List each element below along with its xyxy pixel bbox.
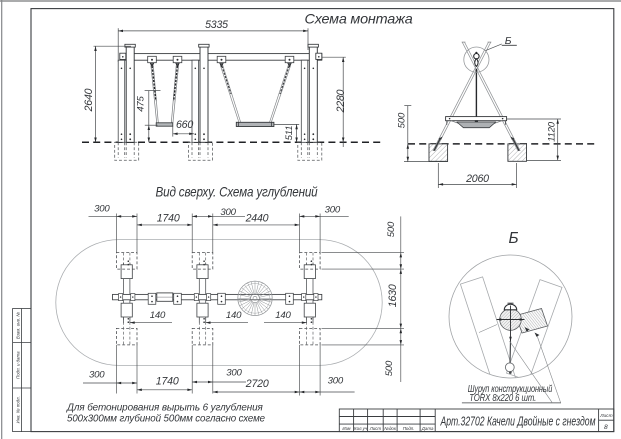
dim-overall-width: 5335 bbox=[205, 19, 228, 31]
front-dimension-labels: 5335 2640 475 660 511 2280 bbox=[83, 19, 347, 141]
safety-zone bbox=[55, 239, 383, 366]
front-posts bbox=[117, 43, 319, 143]
dim-overall-height: 2640 bbox=[83, 88, 95, 112]
nest-seat-bar bbox=[235, 121, 275, 127]
general-note: Для бетонирования вырыть 6 углубления 50… bbox=[66, 402, 266, 424]
sheet-label: Лист bbox=[599, 413, 612, 419]
front-swing-nest bbox=[218, 60, 293, 127]
plan-beam-dim-2: 140 bbox=[226, 310, 242, 321]
plan-nest bbox=[237, 280, 273, 316]
detail-plate bbox=[515, 308, 549, 334]
plan-bot-dim-3: 300 bbox=[226, 368, 242, 379]
detail-pendant bbox=[504, 341, 515, 374]
margin-boxes bbox=[12, 308, 32, 432]
plan-right-dim-3: 500 bbox=[384, 360, 395, 376]
plan-right-dim-1: 500 bbox=[386, 221, 397, 237]
dim-nest-seat-height: 511 bbox=[284, 126, 295, 141]
plan-right-dim-2: 1630 bbox=[387, 284, 399, 307]
detail-callout-label: Б bbox=[505, 36, 512, 47]
plan-hangers bbox=[147, 292, 294, 305]
title-block-designation: Арт.32702 Качели Двойные с гнездом bbox=[440, 414, 596, 429]
plan-top-dim-5: 300 bbox=[325, 204, 341, 215]
dim-base-width: 2060 bbox=[465, 173, 489, 185]
note-line1: Для бетонирования вырыть 6 углубления bbox=[66, 402, 264, 413]
detail-leaders bbox=[461, 324, 561, 404]
detail-note-line1: Шуруп конструкционный bbox=[468, 384, 553, 395]
col-koluch: Кол.уч bbox=[354, 426, 368, 431]
detail-hub bbox=[496, 302, 549, 342]
plan-top-dim-4: 2440 bbox=[245, 212, 269, 224]
note-line2: 500х300мм глубиной 500мм согласно схеме bbox=[67, 414, 266, 425]
dim-nest-height: 1120 bbox=[547, 121, 558, 142]
detail-note-line2: TORX 8x220 6 шт. bbox=[469, 393, 536, 404]
plan-dimension-labels: 300 1740 300 2440 300 300 1740 300 2720 … bbox=[89, 204, 399, 390]
dim-beam-height: 2280 bbox=[335, 89, 347, 113]
plan-dimensions bbox=[83, 213, 404, 396]
beam-end-plates bbox=[119, 52, 323, 60]
dim-embed-depth: 500 bbox=[397, 112, 408, 128]
plan-frames bbox=[116, 252, 321, 346]
plan-bot-dim-5: 300 bbox=[328, 376, 344, 387]
plan-bot-dim-1: 300 bbox=[89, 370, 105, 381]
detail-view: Б Шуруп кон bbox=[448, 230, 573, 404]
dim-seat-height: 475 bbox=[136, 95, 147, 111]
side-view: Б 500 1120 2060 bbox=[397, 36, 598, 188]
side-dimension-labels: 500 1120 2060 bbox=[397, 112, 558, 185]
front-swing-flat bbox=[148, 60, 181, 127]
plan-bot-dim-4: 2720 bbox=[245, 378, 269, 390]
plan-top-dim-2: 1740 bbox=[157, 212, 180, 224]
plan-beam-dim-1: 140 bbox=[150, 310, 166, 321]
detail-label: Б bbox=[508, 230, 518, 247]
flat-seat bbox=[155, 122, 174, 127]
margin-label-2: Подп. и дата bbox=[15, 351, 20, 379]
col-list: Лист bbox=[369, 426, 382, 431]
front-view-title: Схема монтажа bbox=[305, 12, 414, 27]
col-data: Дата bbox=[421, 426, 434, 431]
side-nest bbox=[445, 51, 508, 129]
plan-beam bbox=[112, 293, 323, 301]
side-dimensions bbox=[404, 105, 561, 188]
title-block-revision-headers: Изм Кол.уч Лист №док Подп. Дата bbox=[342, 426, 434, 431]
detail-circle bbox=[448, 254, 573, 379]
drawing-frame bbox=[30, 8, 615, 433]
margin-labels: Взам. инв. № Подп. и дата Инв. № подл. bbox=[15, 312, 20, 424]
sheet-number: 8 bbox=[604, 424, 608, 431]
nest-dish-side bbox=[456, 121, 497, 129]
dim-seat-clearance: 660 bbox=[176, 119, 193, 131]
plan-bot-dim-2: 1740 bbox=[156, 376, 179, 388]
side-footings bbox=[428, 143, 527, 162]
plan-flat-seat bbox=[156, 292, 174, 302]
detail-callout: Б bbox=[485, 36, 517, 51]
plan-view: Вид сверху. Схема углублений bbox=[55, 185, 404, 396]
margin-label-1: Взам. инв. № bbox=[15, 312, 20, 339]
detail-note: Шуруп конструкционный TORX 8x220 6 шт. bbox=[468, 384, 553, 404]
col-podp: Подп. bbox=[403, 426, 415, 431]
front-hangers bbox=[147, 55, 295, 66]
plan-top-dim-1: 300 bbox=[94, 204, 110, 215]
front-view: Схема монтажа bbox=[82, 12, 413, 161]
front-dimensions bbox=[93, 28, 346, 147]
detail-marker-circle bbox=[463, 46, 490, 73]
col-ndok: №док bbox=[384, 426, 397, 431]
plan-top-dim-3: 300 bbox=[220, 207, 236, 218]
side-legs bbox=[432, 41, 521, 152]
plan-beam-dim-3: 140 bbox=[275, 310, 291, 321]
title-block: Изм Кол.уч Лист №док Подп. Дата Арт.3270… bbox=[338, 408, 615, 433]
nest-bar-side bbox=[445, 116, 508, 122]
front-underground bbox=[114, 141, 323, 161]
plan-view-title: Вид сверху. Схема углублений bbox=[156, 185, 319, 200]
detail-beams bbox=[459, 276, 563, 378]
margin-label-3: Инв. № подл. bbox=[15, 396, 20, 423]
col-izm: Изм bbox=[342, 426, 350, 431]
